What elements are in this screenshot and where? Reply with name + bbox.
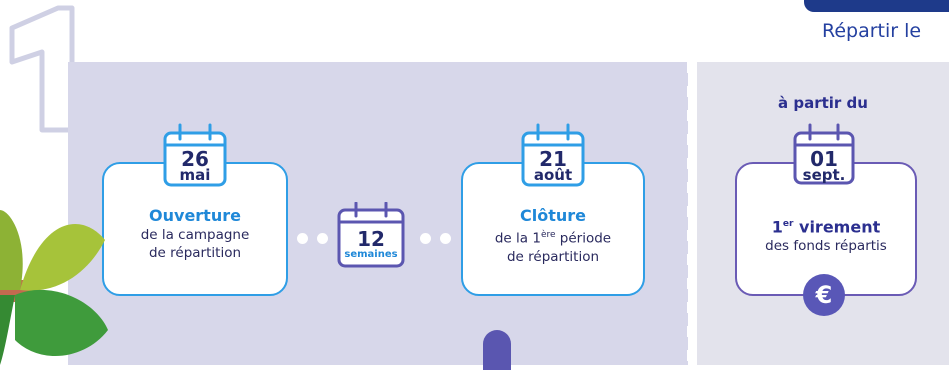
opening-line-1: de la campagne (140, 227, 250, 243)
leaf-decoration-icon (0, 210, 108, 365)
transfer-line-1: des fonds répartis (765, 238, 887, 255)
closing-line-2: de répartition (506, 248, 600, 265)
transfer-day: 01 (810, 147, 838, 171)
opening-line-2: de répartition (148, 245, 242, 261)
closing-month: août (533, 166, 573, 184)
step-number-graphic: 1 (9, 5, 75, 133)
opening-calendar-icon: 26 mai (162, 123, 228, 187)
transfer-title: 1er virement (737, 214, 915, 237)
closing-line-1-end: période (555, 230, 612, 247)
closing-day: 21 (539, 147, 567, 171)
pin-decoration (483, 330, 511, 370)
opening-month: mai (179, 166, 211, 184)
transfer-calendar-icon: 01 sept. (792, 123, 856, 185)
timeline-dot (440, 233, 451, 244)
closing-line-1-start: de la 1 (494, 230, 541, 247)
closing-line-1: de la 1ère période (463, 226, 643, 248)
duration-value: 12 (357, 227, 385, 251)
closing-line-1-sup: ère (540, 230, 556, 240)
closing-title: Clôture (520, 206, 586, 225)
opening-title: Ouverture (149, 206, 241, 225)
transfer-title-start: 1 (771, 217, 783, 237)
timeline-dot (420, 233, 431, 244)
closing-calendar-icon: 21 août (520, 123, 586, 187)
opening-day: 26 (181, 147, 209, 171)
transfer-title-sup: er (782, 219, 794, 229)
timeline-dot (297, 233, 308, 244)
header-tab (804, 0, 949, 12)
from-label: à partir du (778, 94, 868, 112)
euro-coin-icon: € (803, 274, 845, 316)
duration-unit: semaines (344, 249, 398, 260)
duration-calendar-icon: 12 semaines (336, 201, 406, 268)
header-subtitle: Répartir le (822, 20, 922, 42)
timeline-dot (317, 233, 328, 244)
transfer-month: sept. (802, 166, 846, 184)
transfer-title-end: virement (793, 217, 881, 237)
dashed-divider (687, 62, 693, 365)
